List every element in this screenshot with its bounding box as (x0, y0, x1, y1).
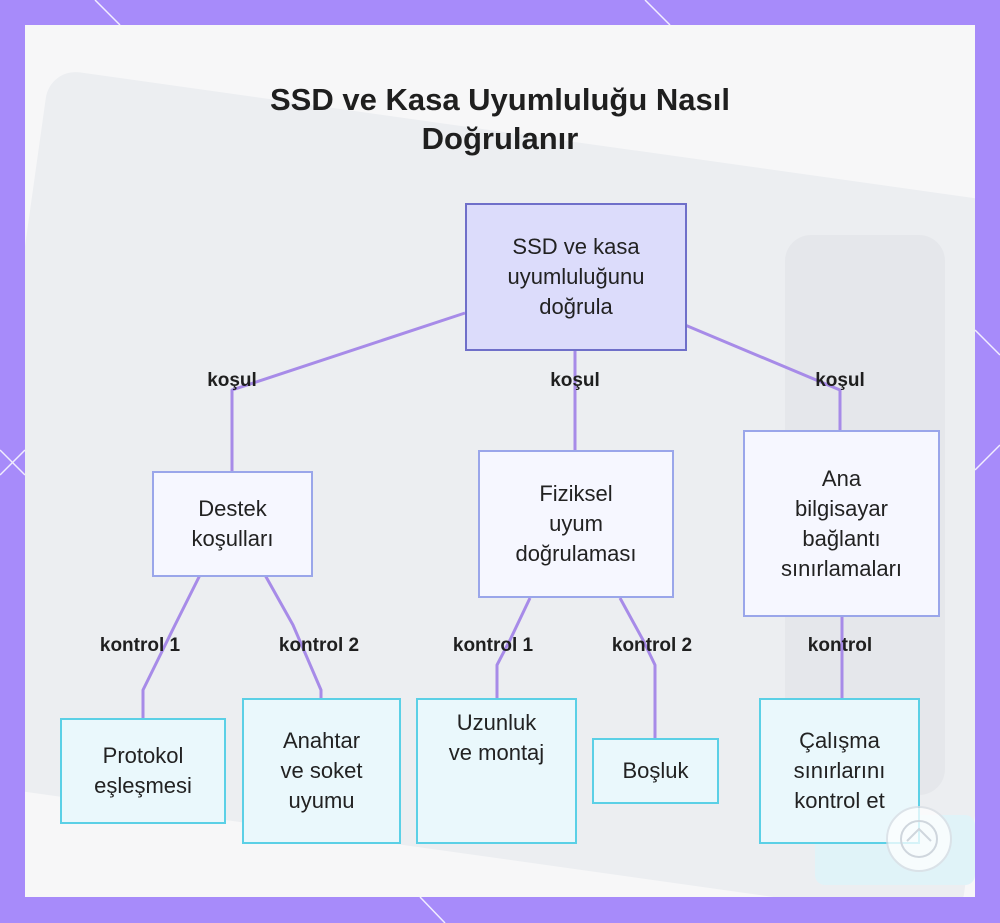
edge-support-protocol (141, 574, 202, 719)
edge-label-condition-right: koşul (815, 370, 865, 391)
node-physical-fit[interactable]: Fiziksel uyum doğrulaması (478, 450, 674, 598)
node-support-conditions-label: Destek koşulları (191, 496, 274, 551)
edge-root-support (230, 311, 466, 472)
edge-label-condition-left: koşul (207, 370, 257, 391)
title-line-2: Doğrulanır (421, 121, 579, 156)
edge-support-keysocket (263, 574, 323, 699)
edge-label-physical-check1: kontrol 1 (452, 635, 534, 656)
edges (141, 311, 844, 739)
node-support-conditions[interactable]: Destek koşulları (152, 471, 313, 577)
diagram-panel: SSD ve Kasa Uyumluluğu Nasıl Doğrulanır … (25, 25, 975, 897)
node-key-socket[interactable]: Anahtar ve soket uyumu (242, 698, 401, 844)
node-protocol-match-label: Protokol eşleşmesi (94, 743, 192, 798)
node-protocol-match[interactable]: Protokol eşleşmesi (60, 718, 226, 824)
page-title: SSD ve Kasa Uyumluluğu Nasıl Doğrulanır (25, 80, 975, 158)
edge-label-host-check: kontrol (807, 635, 873, 656)
node-root[interactable]: SSD ve kasa uyumluluğunu doğrula (465, 203, 687, 351)
edge-label-support-check2: kontrol 2 (278, 635, 360, 656)
node-length-mounting-label: Uzunluk ve montaj (448, 710, 545, 765)
edge-physical-gap (618, 597, 657, 739)
node-key-socket-label: Anahtar ve soket uyumu (280, 728, 363, 813)
node-root-label: SSD ve kasa uyumluluğunu doğrula (507, 234, 645, 319)
edge-label-condition-center: koşul (550, 370, 600, 391)
edge-label-support-check1: kontrol 1 (99, 635, 181, 656)
edge-root-host (684, 323, 842, 432)
node-physical-fit-label: Fiziksel uyum doğrulaması (515, 481, 637, 566)
node-gap[interactable]: Boşluk (592, 738, 719, 804)
node-host-limits[interactable]: Ana bilgisayar bağlantı sınırlamaları (743, 430, 940, 617)
node-gap-label: Boşluk (622, 758, 689, 783)
watermark-badge-icon (886, 806, 952, 872)
edge-physical-length (495, 597, 532, 699)
node-host-limits-label: Ana bilgisayar bağlantı sınırlamaları (780, 465, 903, 581)
title-line-1: SSD ve Kasa Uyumluluğu Nasıl (270, 82, 730, 117)
edge-label-physical-check2: kontrol 2 (611, 635, 693, 656)
node-length-mounting[interactable]: Uzunluk ve montaj (416, 698, 577, 844)
node-check-operating-limits-label: Çalışma sınırlarını kontrol et (793, 728, 886, 813)
